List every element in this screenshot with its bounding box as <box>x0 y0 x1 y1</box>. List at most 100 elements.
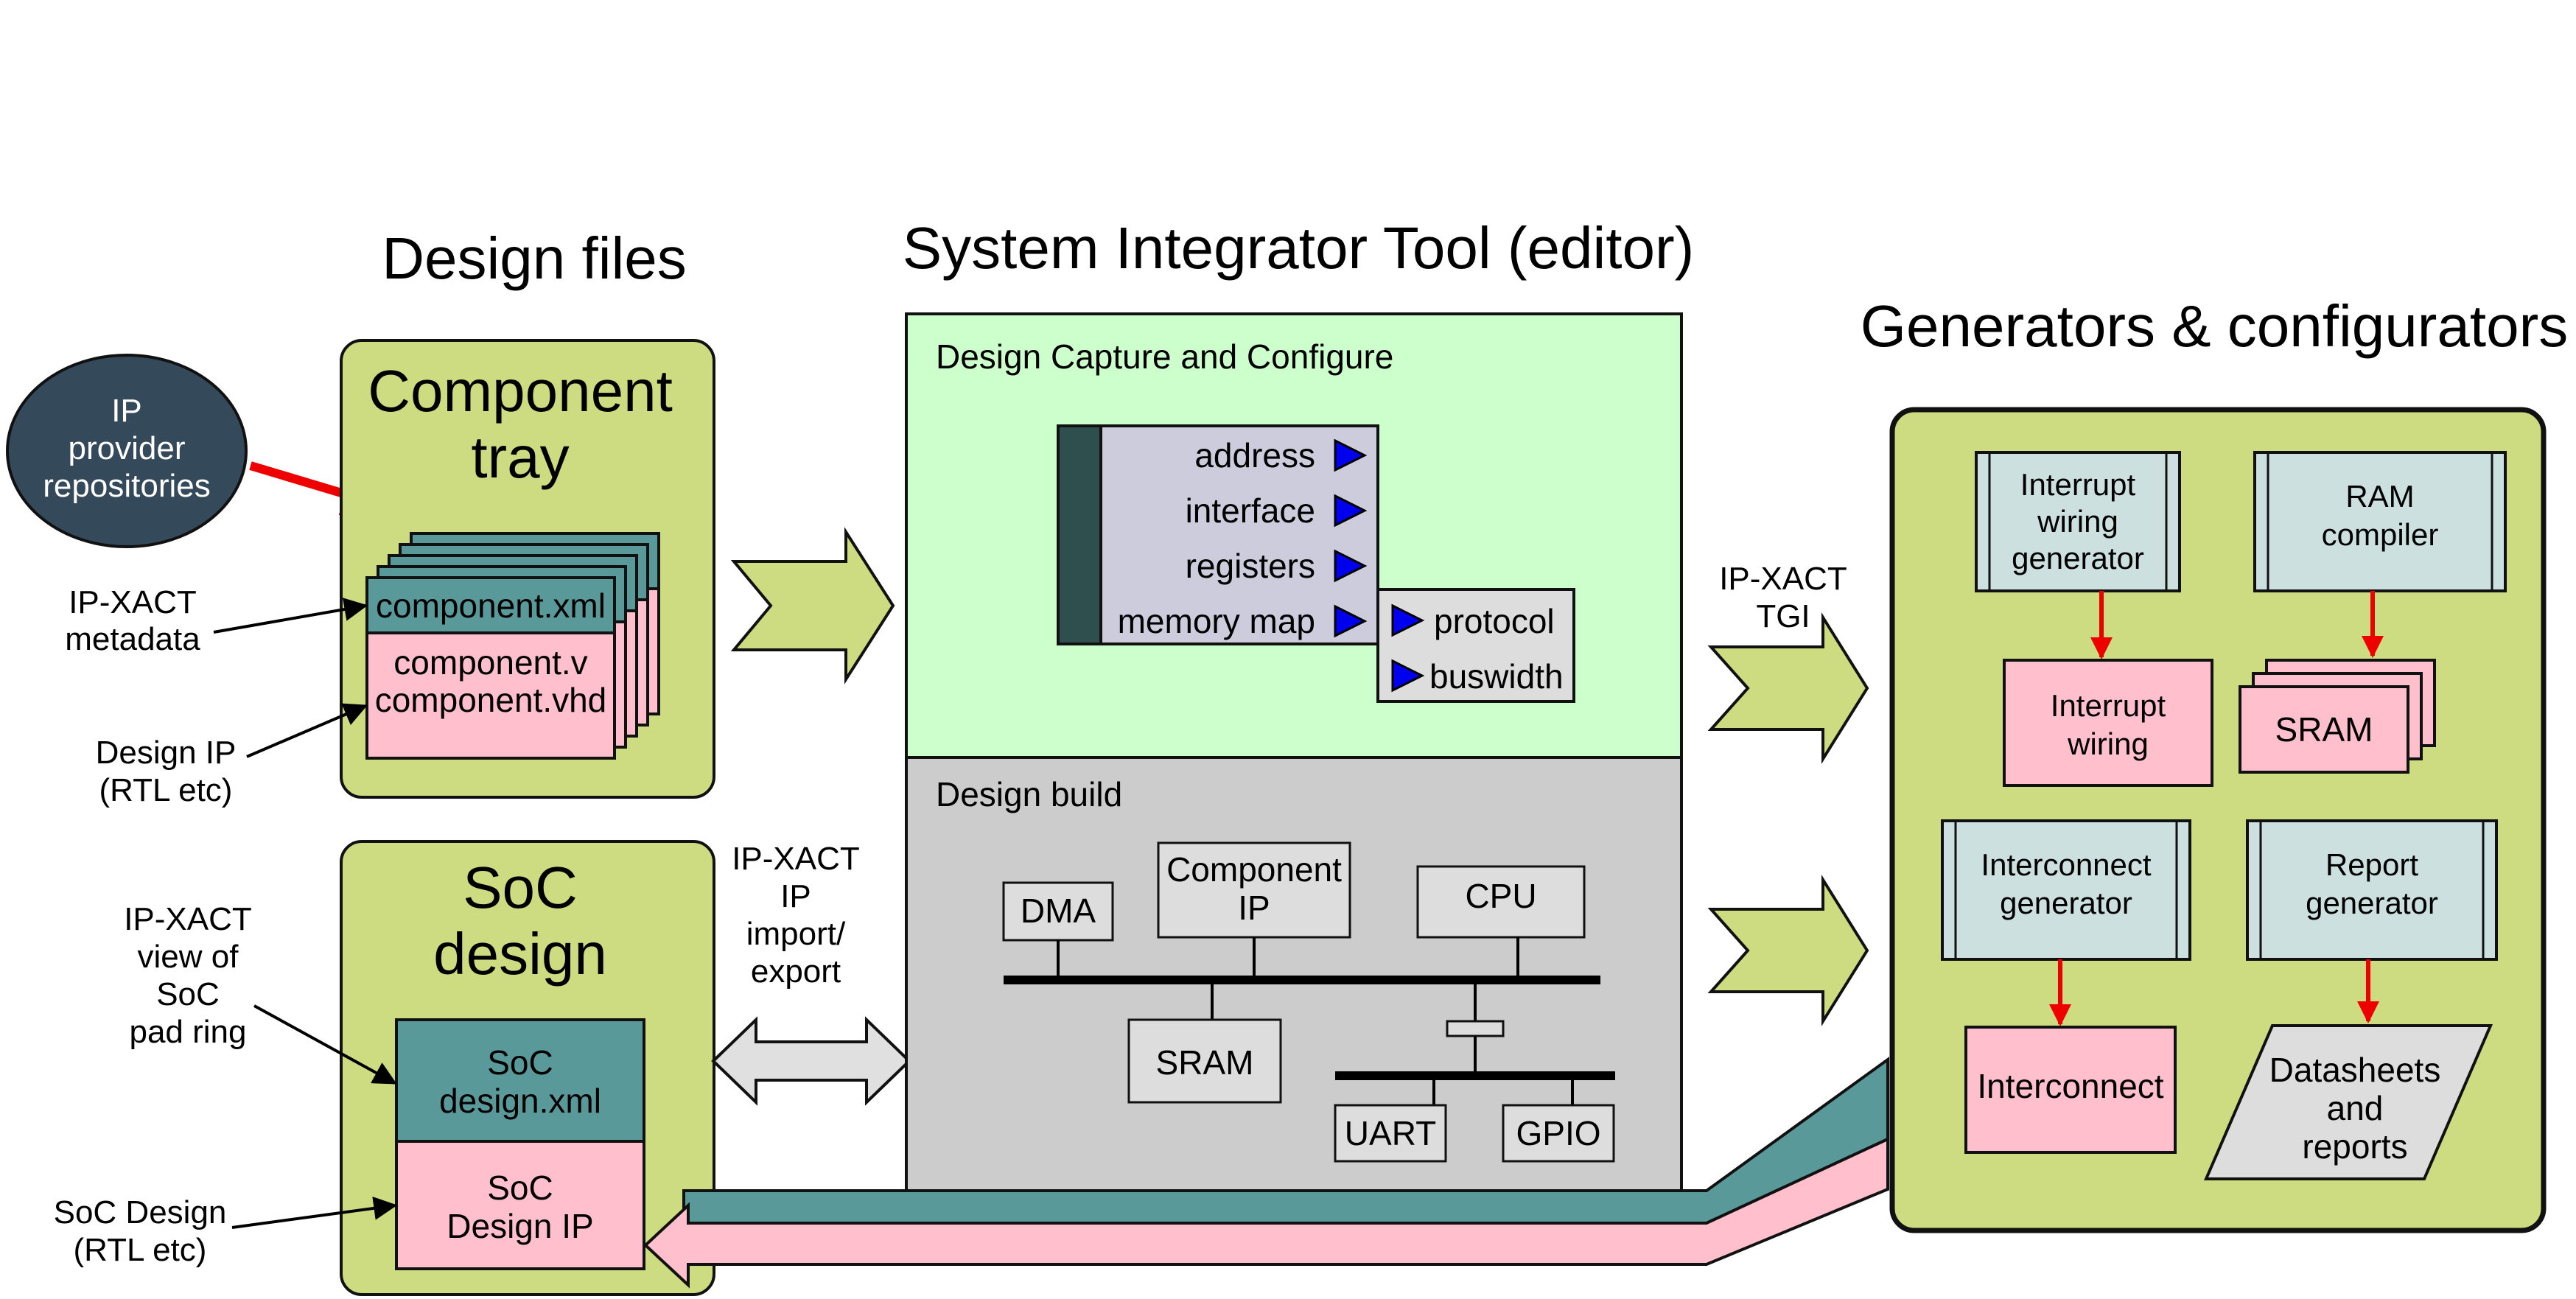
ram-compiler[interactable]: RAM compiler <box>2253 451 2507 592</box>
soc-design-panel: SoC design SoC design.xml SoC Design IP <box>340 840 715 1296</box>
soc-ip-label-1: SoC <box>487 1169 553 1207</box>
soc-rtl-label-1: SoC Design <box>54 1194 227 1230</box>
import-export-label-4: export <box>751 953 841 990</box>
tgi-label-2: TGI <box>1756 598 1810 634</box>
heading-design-files: Design files <box>382 225 687 291</box>
bus-protocol[interactable]: protocol <box>1434 602 1555 640</box>
component-file-stack: component.xml component.v component.vhd <box>365 532 660 760</box>
design-ip-label-1: Design IP <box>96 735 237 771</box>
ipxact-view-label-1: IP-XACT <box>124 901 252 937</box>
provider-line-2: provider <box>69 430 186 466</box>
ram-compiler-label-2: compiler <box>2322 517 2439 552</box>
interconnect-gen-label-2: generator <box>2000 886 2132 920</box>
soc-design-title-1: SoC <box>463 855 578 920</box>
interconnect-label: Interconnect <box>1977 1067 2163 1105</box>
cpu-label: CPU <box>1465 877 1536 915</box>
design-build-diagram: DMA Component IP CPU SRAM UART GPIO <box>1002 841 1615 1163</box>
cpu-block[interactable] <box>1416 865 1586 939</box>
port-registers[interactable]: registers <box>1186 547 1315 585</box>
interrupt-gen-label-3: generator <box>2012 541 2144 575</box>
dma-label: DMA <box>1021 892 1096 930</box>
component-xml-label: component.xml <box>376 587 606 625</box>
port-address-triangle-icon <box>1334 438 1368 472</box>
ip-component-block[interactable]: address interface registers memory map <box>1057 424 1379 645</box>
port-address[interactable]: address <box>1194 436 1315 475</box>
ipxact-view-label-2: view of <box>138 939 239 975</box>
interrupt-wiring-output[interactable]: Interrupt wiring <box>2003 659 2213 787</box>
soc-xml-label-1: SoC <box>487 1043 553 1082</box>
view-pointer-arrow <box>253 1004 397 1085</box>
design-build-title: Design build <box>936 775 1122 813</box>
component-tray-title-1: Component <box>368 358 673 424</box>
bus-properties-block[interactable]: protocol buswidth <box>1376 588 1575 703</box>
import-export-label-2: IP <box>780 878 811 914</box>
uart-label: UART <box>1345 1114 1436 1152</box>
port-memory-map-triangle-icon <box>1334 604 1368 638</box>
protocol-triangle-icon <box>1391 603 1425 637</box>
gpio-block[interactable] <box>1502 1104 1615 1163</box>
interconnect-output[interactable]: Interconnect <box>1964 1026 2177 1154</box>
ip-provider-repositories: IP provider repositories <box>6 354 248 548</box>
report-gen-label-2: generator <box>2306 886 2438 920</box>
bridge-block[interactable] <box>1446 1020 1505 1037</box>
heading-generators-configurators: Generators & configurators <box>1861 293 2568 359</box>
sram-stack[interactable]: SRAM <box>2239 659 2436 774</box>
design-ip-label-2: (RTL etc) <box>99 772 233 808</box>
interconnect-generator[interactable]: Interconnect generator <box>1941 819 2191 961</box>
provider-line-3: repositories <box>43 468 210 504</box>
tgi-label-1: IP-XACT <box>1719 561 1847 597</box>
sram-output-label: SRAM <box>2275 710 2373 749</box>
port-memory-map[interactable]: memory map <box>1118 602 1315 640</box>
soc-ip-label-2: Design IP <box>447 1207 593 1245</box>
port-interface-triangle-icon <box>1334 494 1368 528</box>
soc-xml-label-2: design.xml <box>439 1082 601 1120</box>
port-interface[interactable]: interface <box>1186 491 1315 530</box>
soc-rtl-label-2: (RTL etc) <box>74 1232 207 1268</box>
tray-to-tool-arrow <box>730 527 895 684</box>
datasheets-reports-output[interactable]: Datasheets and reports <box>2203 1024 2493 1180</box>
datasheets-label-3: reports <box>2302 1127 2407 1166</box>
buswidth-triangle-icon <box>1391 659 1425 693</box>
interconnect-gen-label-1: Interconnect <box>1981 847 2151 882</box>
ip-component-sidebar <box>1057 424 1102 645</box>
provider-line-1: IP <box>111 393 142 429</box>
component-vhd-label: component.vhd <box>375 681 607 719</box>
tool-to-generators-arrow-top <box>1707 612 1869 764</box>
return-flow-pink <box>643 1136 1889 1289</box>
component-xml-header <box>365 576 616 634</box>
design-ip-pointer-arrow <box>246 703 368 758</box>
dma-block[interactable] <box>1002 881 1114 942</box>
sram-block[interactable] <box>1127 1018 1282 1104</box>
tool-to-generators-arrow-bottom <box>1707 875 1869 1026</box>
soc-design-title-2: design <box>433 921 607 987</box>
heading-system-integrator-tool: System Integrator Tool (editor) <box>903 215 1695 281</box>
component-ip-label-1: Component <box>1166 850 1342 889</box>
ipxact-metadata-label-1: IP-XACT <box>69 584 197 620</box>
report-gen-label-1: Report <box>2325 847 2418 882</box>
uart-block[interactable] <box>1334 1104 1447 1163</box>
component-v-label: component.v <box>393 643 587 682</box>
design-capture-title: Design Capture and Configure <box>936 337 1393 376</box>
component-tray-title-2: tray <box>471 424 569 490</box>
datasheets-label-1: Datasheets <box>2269 1051 2441 1089</box>
port-registers-triangle-icon <box>1334 549 1368 583</box>
import-export-label-3: import/ <box>746 916 846 952</box>
interrupt-wiring-label-1: Interrupt <box>2051 688 2166 723</box>
interrupt-wiring-label-2: wiring <box>2067 726 2149 761</box>
bus-buswidth[interactable]: buswidth <box>1429 657 1564 696</box>
ipxact-view-label-4: pad ring <box>129 1014 246 1050</box>
component-ip-block[interactable] <box>1157 841 1351 939</box>
datasheets-label-2: and <box>2327 1089 2384 1127</box>
component-ip-label-2: IP <box>1238 889 1270 927</box>
report-generator[interactable]: Report generator <box>2246 819 2498 961</box>
interrupt-gen-label-1: Interrupt <box>2020 467 2136 502</box>
interrupt-wiring-generator[interactable]: Interrupt wiring generator <box>1975 451 2181 592</box>
metadata-pointer-arrow <box>213 598 368 634</box>
interrupt-gen-label-2: wiring <box>2037 504 2118 539</box>
sram-label: SRAM <box>1156 1043 1254 1082</box>
ram-compiler-label-1: RAM <box>2345 479 2414 514</box>
gpio-label: GPIO <box>1516 1114 1600 1152</box>
import-export-label-1: IP-XACT <box>732 841 860 877</box>
soc-rtl-pointer-arrow <box>231 1197 398 1229</box>
